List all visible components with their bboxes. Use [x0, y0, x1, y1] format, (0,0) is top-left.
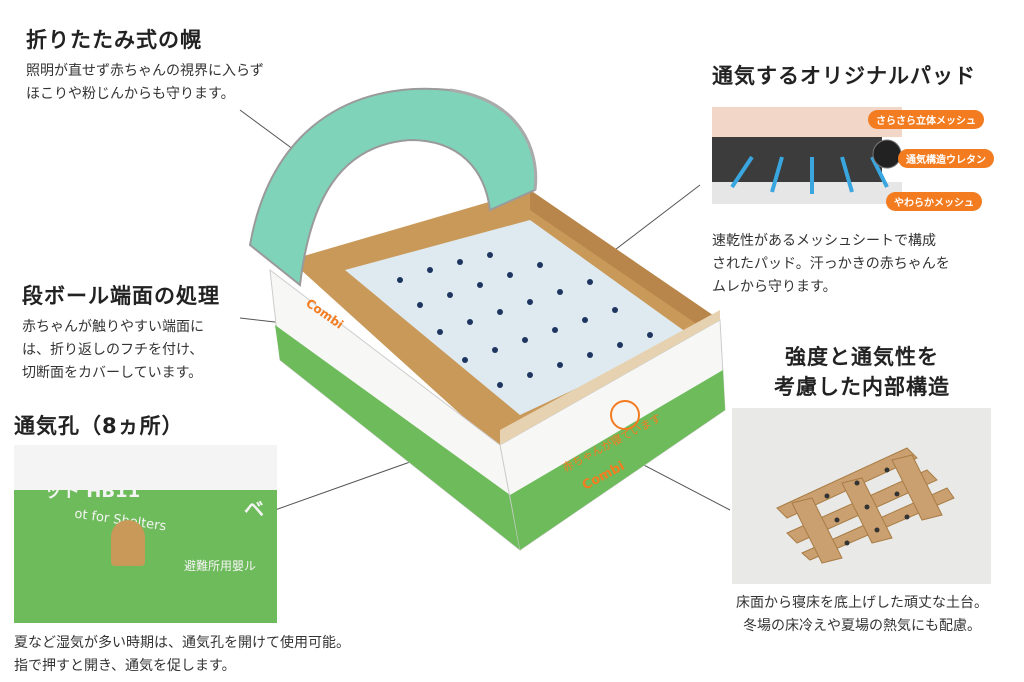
pad-description: 速乾性があるメッシュシートで構成 されたパッド。汗っかきの赤ちゃんを ムレから守…	[712, 230, 950, 299]
vent-photo-text: ベ	[244, 497, 264, 521]
pad-cross-section-image	[712, 107, 902, 204]
canopy-description: 照明が直せず赤ちゃんの視界に入らず ほこりや粉じんからも守ります。	[26, 60, 264, 106]
pad-desc-line: されたパッド。汗っかきの赤ちゃんを	[712, 256, 950, 272]
edge-desc-line: は、折り返しのフチを付け、	[22, 342, 204, 358]
cardboard-bed-illustration: 赤ちゃんが寝ています Combi Combi	[248, 87, 726, 552]
structure-description: 床面から寝床を底上げした頑丈な土台。 冬場の床冷えや夏場の熱気にも配慮。	[712, 592, 1012, 638]
tag-mesh-3d: さらさら立体メッシュ	[868, 110, 984, 129]
edge-title: 段ボール端面の処理	[22, 284, 220, 308]
edge-desc-line: 切断面をカバーしています。	[22, 365, 203, 381]
canopy-desc-line: ほこりや粉じんからも守ります。	[26, 86, 235, 102]
structure-title-line: 強度と通気性を	[785, 345, 939, 369]
pad-desc-line: ムレから守ります。	[712, 279, 837, 295]
vent-desc-line: 指で押すと開き、通気を促します。	[14, 658, 236, 674]
vent-desc-line: 夏など湿気が多い時期は、通気孔を開けて使用可能。	[14, 635, 350, 651]
canopy-title: 折りたたみ式の幌	[26, 28, 202, 52]
vent-hole	[111, 520, 145, 566]
tag-soft-mesh: やわらかメッシュ	[886, 192, 982, 211]
vent-photo-text: ット HB11	[44, 481, 141, 502]
edge-description: 赤ちゃんが触りやすい端面に は、折り返しのフチを付け、 切断面をカバーしています…	[22, 316, 204, 385]
canopy-desc-line: 照明が直せず赤ちゃんの視界に入らず	[26, 63, 264, 79]
structure-title-line: 考慮した内部構造	[774, 375, 950, 399]
structure-desc-line: 冬場の床冷えや夏場の熱気にも配慮。	[743, 618, 981, 634]
pad-desc-line: 速乾性があるメッシュシートで構成	[712, 233, 936, 249]
edge-desc-line: 赤ちゃんが触りやすい端面に	[22, 319, 204, 335]
vent-photo-text: 避難所用嬰ル	[184, 559, 257, 573]
structure-desc-line: 床面から寝床を底上げした頑丈な土台。	[736, 595, 988, 611]
vent-hole-photo: ット HB11 ot for Shelters 避難所用嬰ル ベ	[14, 445, 277, 623]
pad-title: 通気するオリジナルパッド	[712, 64, 976, 88]
vent-description: 夏など湿気が多い時期は、通気孔を開けて使用可能。 指で押すと開き、通気を促します…	[14, 632, 350, 678]
internal-structure-photo	[732, 408, 991, 584]
vent-title: 通気孔（8ヵ所）	[14, 414, 184, 438]
tag-urethane: 通気構造ウレタン	[898, 149, 994, 168]
structure-title: 強度と通気性を 考慮した内部構造	[732, 342, 992, 402]
